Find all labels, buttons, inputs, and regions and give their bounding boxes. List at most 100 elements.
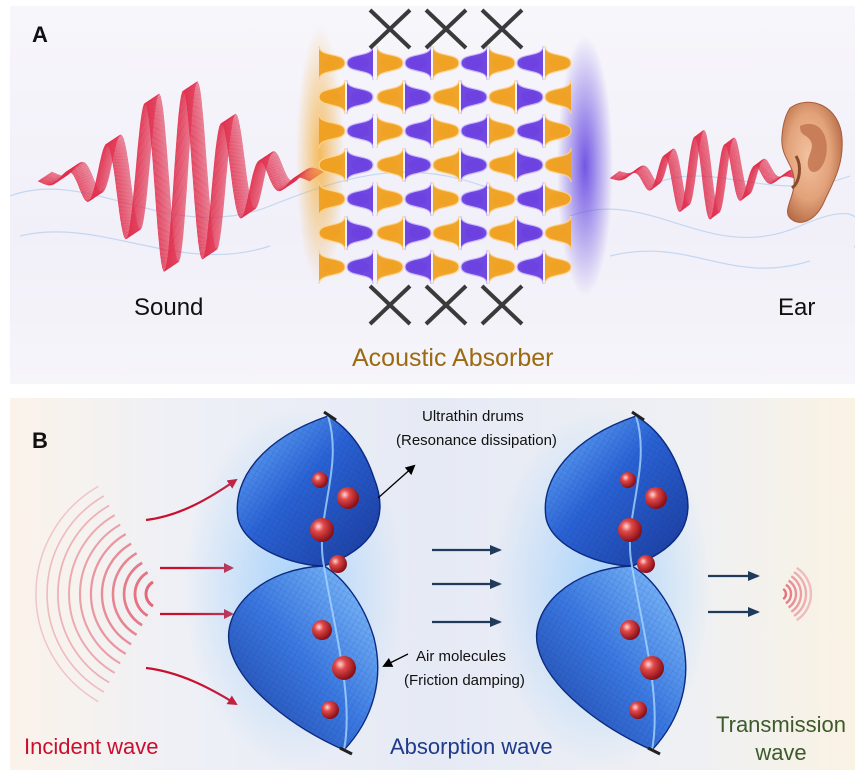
rod-cross-bottom: [480, 284, 524, 326]
incident-wave-arcs: [35, 485, 154, 703]
drums-pointer-arrow: [377, 464, 416, 499]
air-pointer-arrow: [382, 653, 409, 667]
membrane-bottom-tip: [339, 746, 353, 756]
membrane-fold-highlight: [320, 415, 348, 751]
wave-ribbon-line: [49, 82, 322, 265]
helix-node: [409, 261, 427, 273]
helix-node: [409, 227, 427, 239]
helix-node: [351, 125, 369, 137]
helix-node: [521, 193, 539, 205]
helix-node: [323, 57, 341, 69]
panel-b: B Ultrathin drums (Resonance dissipation…: [10, 398, 855, 770]
helix-node: [351, 227, 369, 239]
transmitted-arc: [782, 588, 788, 600]
wave-ribbon-line: [611, 135, 797, 219]
ear-label: Ear: [778, 294, 816, 321]
air-molecule: [637, 555, 655, 573]
helix-node: [549, 91, 567, 103]
helix-node: [323, 261, 341, 273]
helix-node: [351, 91, 369, 103]
wave-ribbon-line: [50, 81, 323, 264]
helix-node: [409, 91, 427, 103]
transmission-label-line-1: Transmission: [716, 712, 846, 737]
membrane-mesh-texture: [545, 416, 688, 566]
helix-node: [465, 227, 483, 239]
transmission-label-line-2: wave: [755, 740, 807, 765]
wave-ribbon-line: [609, 136, 796, 220]
incident-arc: [89, 533, 127, 655]
rod-cross-top: [424, 8, 468, 50]
transmitted-arc: [785, 583, 793, 605]
helix-node: [521, 125, 539, 137]
helix-node: [465, 261, 483, 273]
wave-ribbon-line: [42, 87, 315, 269]
incident-arc: [79, 523, 121, 665]
wave-ribbon-line: [616, 131, 802, 215]
panel-letter-b: B: [32, 428, 48, 453]
helix-node: [465, 57, 483, 69]
incident-arc: [144, 580, 154, 608]
wave-ribbon-line: [617, 131, 803, 215]
friction-damping-label: (Friction damping): [404, 672, 525, 689]
helix-node: [409, 159, 427, 171]
air-molecule: [332, 656, 356, 680]
helix-node: [351, 193, 369, 205]
transmitted-wave-arcs: [782, 566, 813, 622]
wave-ribbon-line: [618, 129, 804, 213]
helix-node: [465, 91, 483, 103]
transmitted-arc: [796, 566, 813, 622]
incident-arc: [133, 571, 149, 617]
incident-arc: [57, 504, 110, 684]
wave-ribbon-line: [47, 83, 321, 266]
wave-ribbon-line: [44, 85, 317, 268]
helix-node: [549, 125, 567, 137]
sound-wave-packet: [37, 81, 324, 272]
absorption-arrows: [432, 545, 502, 627]
helix-node: [465, 125, 483, 137]
air-molecule: [620, 620, 640, 640]
helix-node: [549, 57, 567, 69]
transmitted-arc: [793, 571, 808, 617]
incident-arc: [122, 561, 143, 627]
incident-arc: [68, 514, 116, 674]
transmitted-wave-packet: [609, 129, 804, 220]
wave-ribbon-line: [45, 84, 319, 267]
incident-arc: [111, 552, 138, 636]
wave-ribbon-line: [614, 132, 800, 216]
ultrathin-drums-label: Ultrathin drums: [422, 408, 524, 425]
air-molecule: [618, 518, 642, 542]
helix-node: [323, 193, 341, 205]
helix-node: [351, 57, 369, 69]
helix-node: [323, 91, 341, 103]
helix-node: [323, 159, 341, 171]
wave-ribbon-line: [51, 81, 324, 263]
rod-cross-top: [368, 8, 412, 50]
absorption-wave-label: Absorption wave: [390, 734, 553, 759]
panel-a: A Sound Ear Acoustic Absorber: [10, 6, 855, 384]
sound-label: Sound: [134, 294, 204, 321]
rod-cross-bottom: [424, 284, 468, 326]
air-molecule: [310, 518, 334, 542]
transmitted-arc: [787, 579, 798, 609]
air-molecule: [640, 656, 664, 680]
wave-ribbon-line: [45, 85, 318, 268]
membrane-bottom-tip: [647, 746, 661, 756]
acoustic-absorber-block: [296, 8, 613, 326]
air-molecule: [337, 487, 359, 509]
membrane-mesh-texture: [237, 416, 380, 566]
air-molecule: [629, 701, 647, 719]
helix-node: [409, 193, 427, 205]
helix-node: [465, 159, 483, 171]
helix-node: [521, 91, 539, 103]
rod-cross-bottom: [368, 284, 412, 326]
helix-node: [351, 159, 369, 171]
membrane-top-tip: [323, 410, 337, 422]
transmission-arrows: [708, 571, 760, 617]
air-molecules-label: Air molecules: [416, 648, 507, 665]
wave-ribbon-line: [612, 134, 798, 218]
air-molecule: [329, 555, 347, 573]
air-molecule: [312, 620, 332, 640]
helix-node: [549, 159, 567, 171]
membrane-top-tip: [631, 410, 645, 422]
helix-node: [521, 159, 539, 171]
